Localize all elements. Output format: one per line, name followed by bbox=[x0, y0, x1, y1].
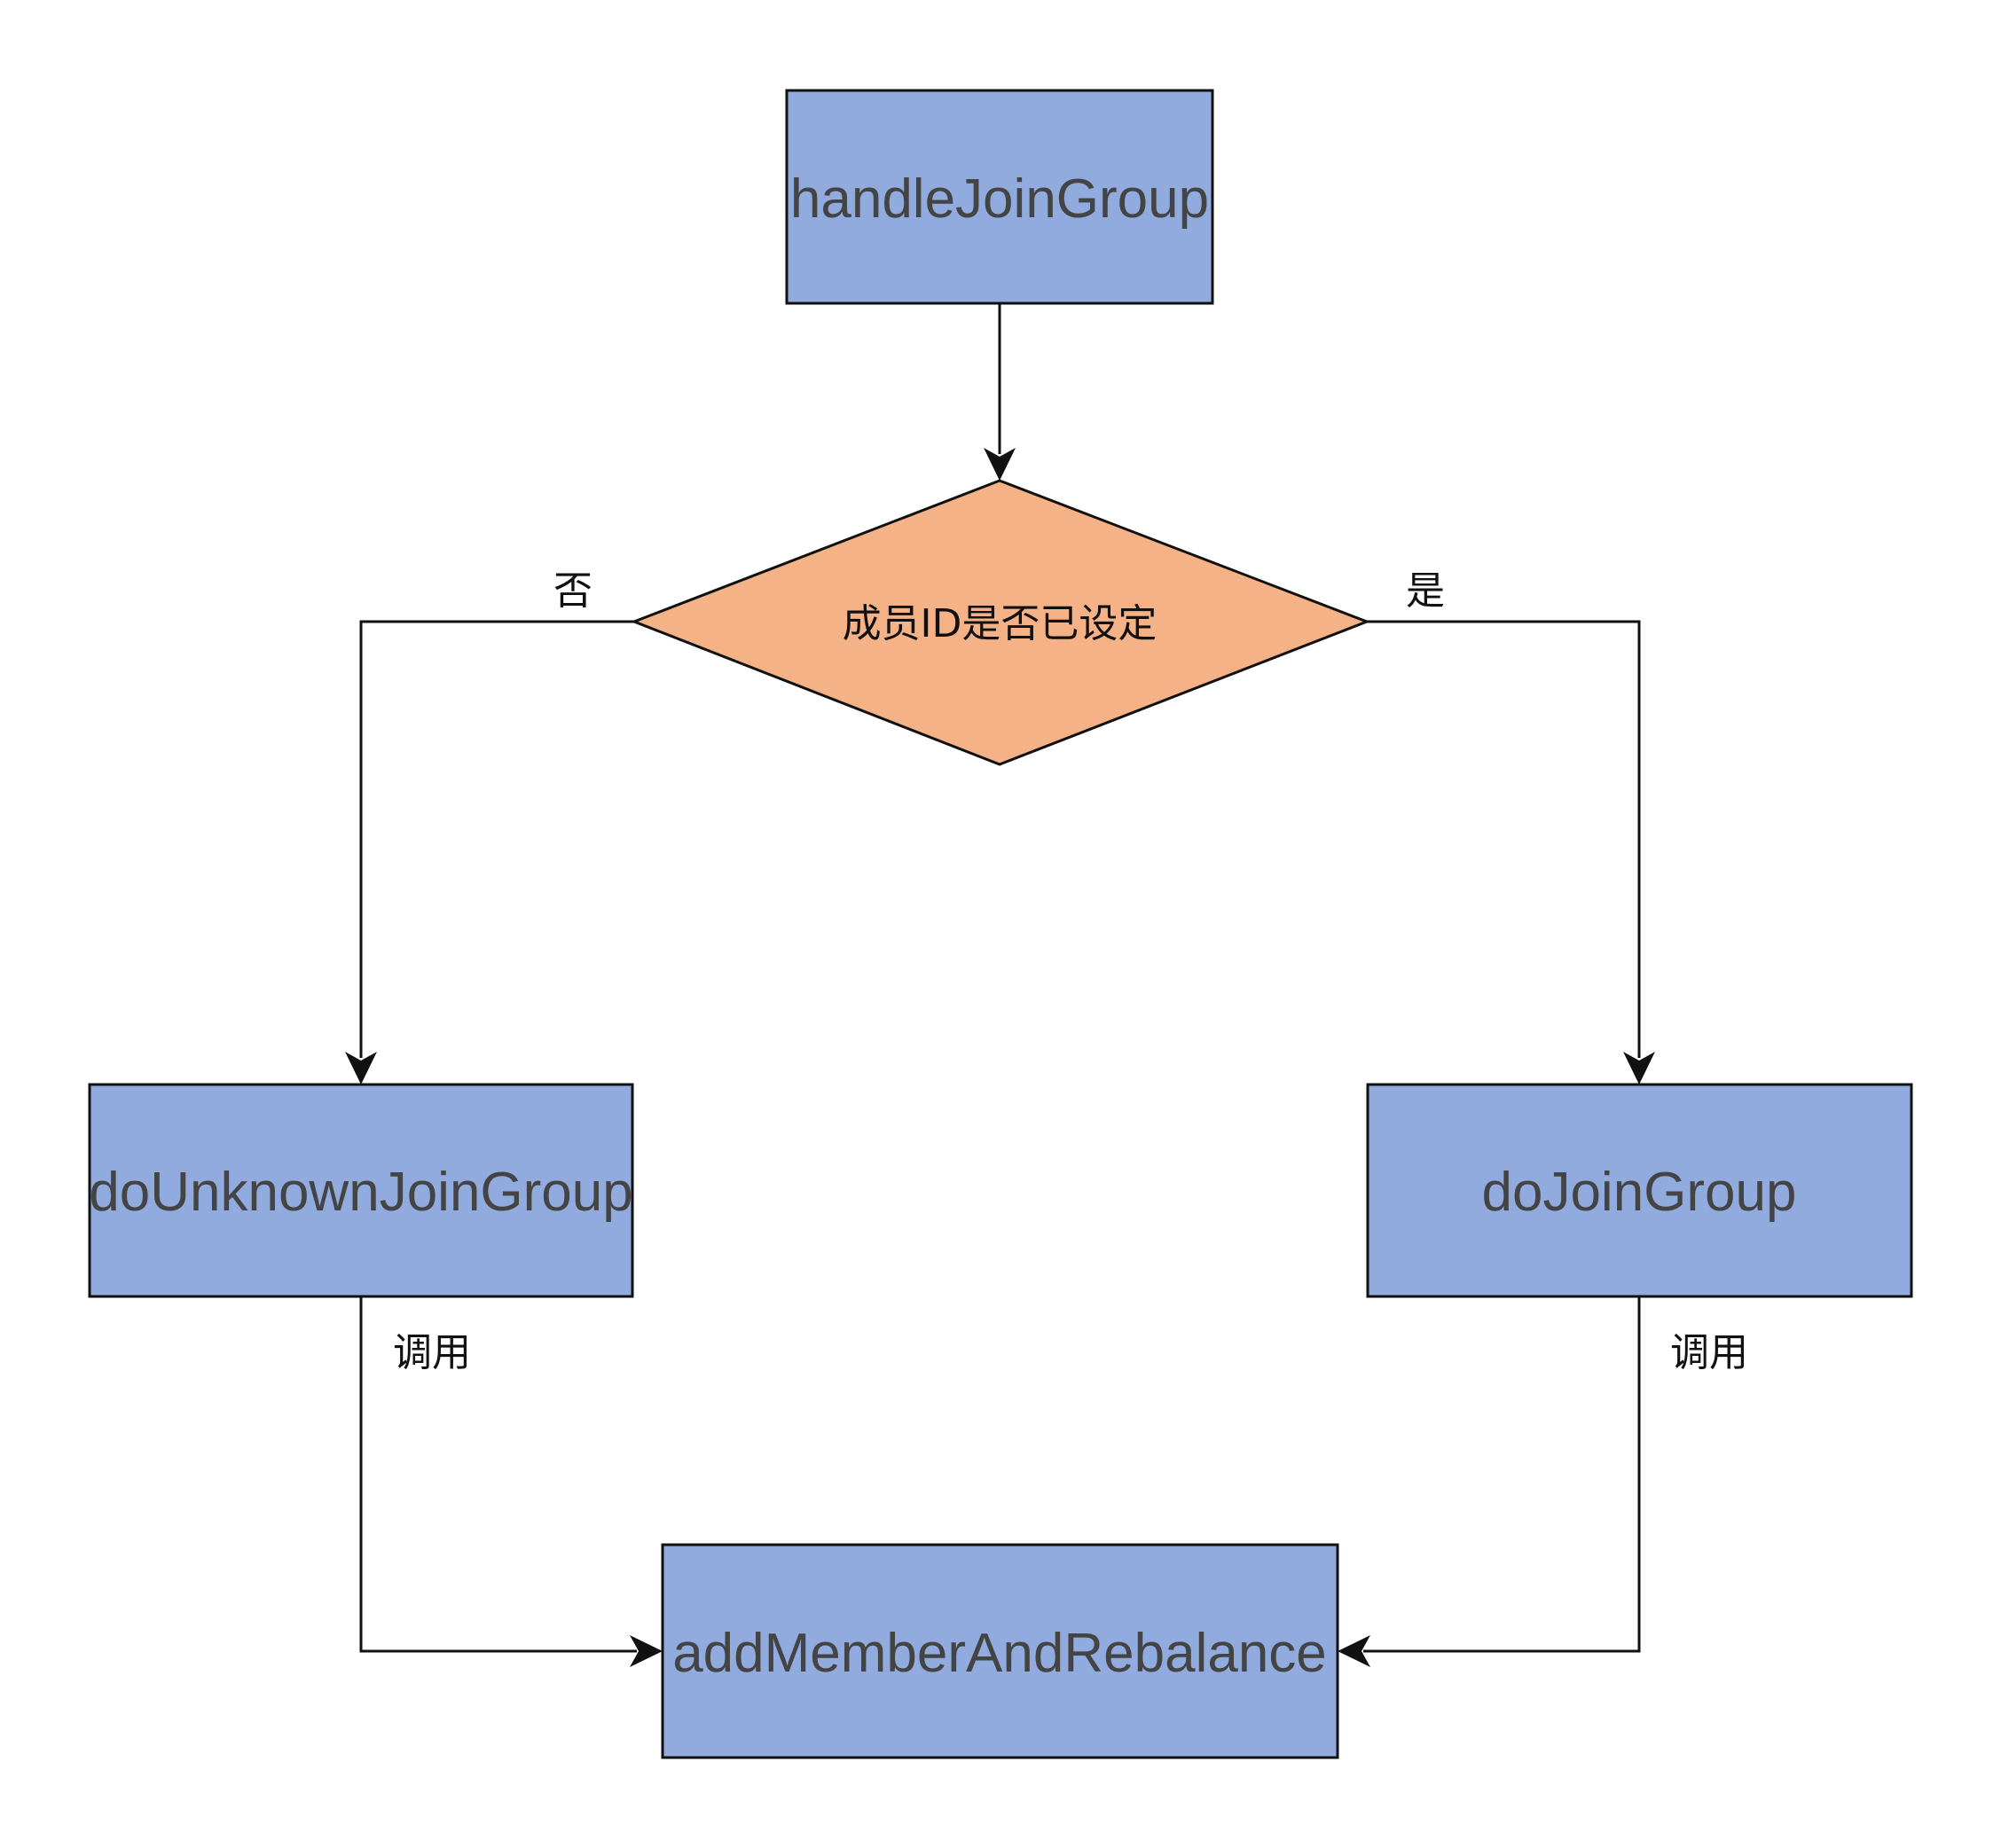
arrowhead-end-left bbox=[630, 1635, 663, 1667]
node-do-unknown-join-group: doUnknownJoinGroup bbox=[88, 1083, 634, 1298]
node-box bbox=[88, 1083, 634, 1298]
decision-diamond bbox=[630, 479, 1371, 766]
node-box bbox=[661, 1543, 1339, 1759]
decision-label: 成员ID是否已设定 bbox=[843, 601, 1157, 646]
arrowhead-left bbox=[345, 1052, 377, 1085]
edges bbox=[345, 303, 1655, 1667]
arrowhead-decision bbox=[984, 448, 1016, 481]
edge-decision-to-right bbox=[1367, 620, 1641, 1058]
node-box bbox=[1366, 1083, 1913, 1298]
node-add-member-and-rebalance: addMemberAndRebalance bbox=[661, 1543, 1339, 1759]
node-box bbox=[785, 89, 1214, 305]
decision-member-id-set: 成员ID是否已设定 bbox=[630, 479, 1371, 766]
edge-right-to-end bbox=[1363, 1296, 1641, 1653]
edge-label-right-call: 调用 bbox=[1670, 1330, 1748, 1375]
arrowhead-end-right bbox=[1338, 1635, 1370, 1667]
node-label: addMemberAndRebalance bbox=[672, 1623, 1327, 1684]
node-label: handleJoinGroup bbox=[790, 168, 1209, 230]
edge-left-to-end bbox=[359, 1296, 637, 1653]
edge-decision-to-left bbox=[359, 620, 634, 1058]
node-label: doJoinGroup bbox=[1481, 1162, 1796, 1223]
edge-label-yes: 是 bbox=[1406, 568, 1445, 614]
edge-label-left-call: 调用 bbox=[393, 1330, 471, 1375]
edge-label-no: 否 bbox=[553, 568, 592, 614]
arrowhead-right bbox=[1623, 1052, 1655, 1085]
node-handle-join-group: handleJoinGroup bbox=[785, 89, 1214, 305]
node-label: doUnknownJoinGroup bbox=[89, 1162, 633, 1223]
node-do-join-group: doJoinGroup bbox=[1366, 1083, 1913, 1298]
